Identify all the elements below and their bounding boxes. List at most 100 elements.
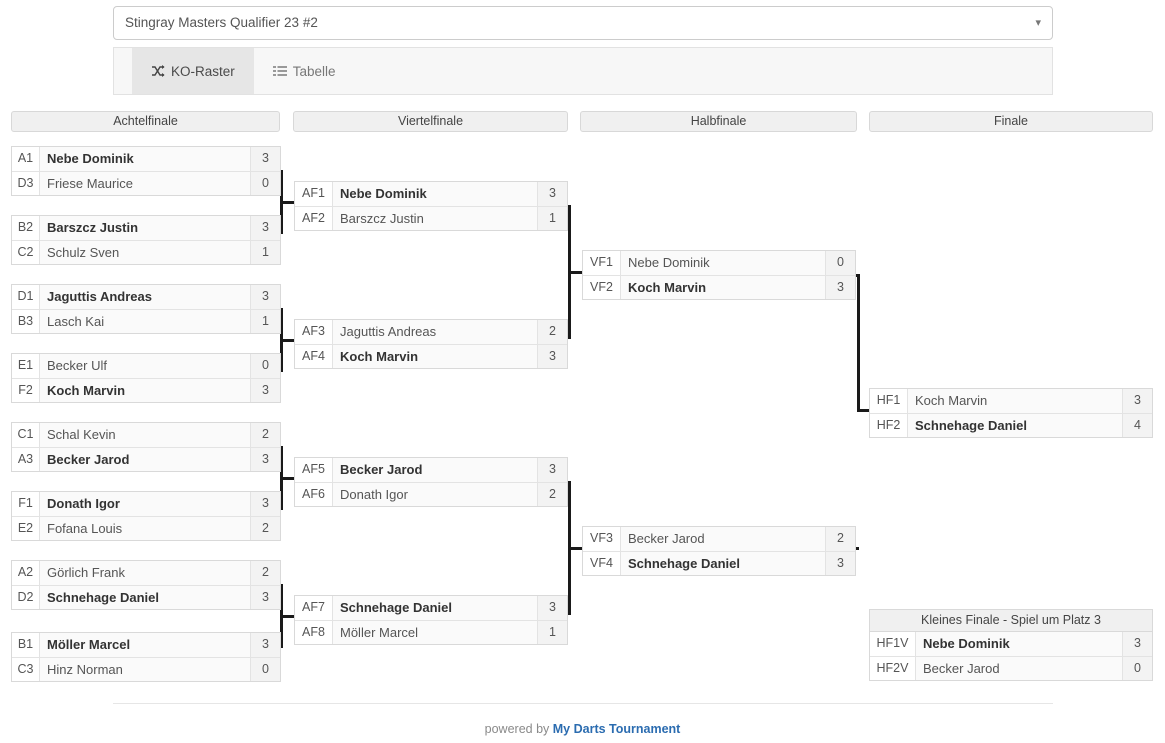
player-name: Möller Marcel: [40, 633, 250, 657]
tab-ko-raster[interactable]: KO-Raster: [132, 48, 254, 94]
connector-vf1-stub: [568, 271, 582, 274]
chevron-down-icon: ▾: [1035, 17, 1041, 29]
player-seed: B1: [12, 633, 40, 657]
player-name: Schnehage Daniel: [333, 596, 537, 620]
player-score: 0: [250, 354, 280, 378]
player-score: 0: [825, 251, 855, 275]
tab-tabelle-label: Tabelle: [292, 63, 336, 79]
shuffle-icon: [151, 64, 165, 78]
player-seed: AF8: [295, 621, 333, 644]
player-score: 2: [250, 423, 280, 447]
player-name: Schnehage Daniel: [621, 552, 825, 575]
player-seed: C2: [12, 241, 40, 264]
player-seed: VF2: [583, 276, 621, 299]
player-seed: D2: [12, 586, 40, 609]
connector-hf-stub: [857, 409, 871, 412]
player-name: Koch Marvin: [333, 345, 537, 368]
player-score: 3: [537, 458, 567, 482]
player-seed: AF6: [295, 483, 333, 506]
tab-tabelle[interactable]: Tabelle: [254, 48, 355, 94]
player-score: 3: [537, 182, 567, 206]
player-score: 1: [250, 310, 280, 333]
player-name: Friese Maurice: [40, 172, 250, 195]
player-seed: A1: [12, 147, 40, 171]
player-score: 3: [1122, 389, 1152, 413]
player-seed: F1: [12, 492, 40, 516]
player-seed: D1: [12, 285, 40, 309]
footer-divider: [113, 703, 1053, 704]
connector-af7-stub: [280, 615, 294, 618]
player-score: 3: [250, 633, 280, 657]
player-score: 0: [250, 172, 280, 195]
player-name: Becker Jarod: [621, 527, 825, 551]
player-seed: HF2V: [870, 657, 916, 680]
player-seed: AF3: [295, 320, 333, 344]
player-name: Nebe Dominik: [621, 251, 825, 275]
player-name: Koch Marvin: [908, 389, 1122, 413]
player-name: Donath Igor: [40, 492, 250, 516]
player-score: 3: [825, 276, 855, 299]
player-score: 2: [250, 561, 280, 585]
player-name: Jaguttis Andreas: [40, 285, 250, 309]
player-name: Schnehage Daniel: [40, 586, 250, 609]
player-name: Schal Kevin: [40, 423, 250, 447]
player-name: Möller Marcel: [333, 621, 537, 644]
footer-prefix: powered by: [484, 722, 553, 736]
footer-brand[interactable]: My Darts Tournament: [552, 722, 681, 736]
player-score: 0: [250, 658, 280, 681]
player-score: 2: [825, 527, 855, 551]
player-name: Becker Ulf: [40, 354, 250, 378]
round-header-achtelfinale: Achtelfinale: [11, 111, 280, 132]
tournament-select[interactable]: Stingray Masters Qualifier 23 #2 ▾: [113, 6, 1053, 40]
connector-af1-stub: [280, 201, 294, 204]
